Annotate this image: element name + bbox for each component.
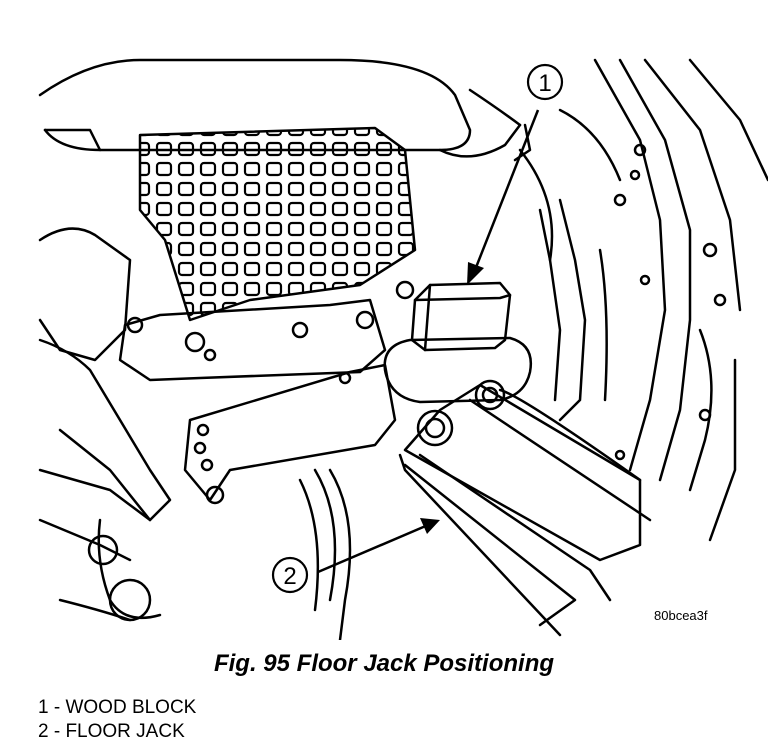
legend-item-1: 1 - WOOD BLOCK bbox=[38, 697, 197, 718]
engine-outline bbox=[38, 58, 472, 152]
line-drawing-illustration: 1 2 bbox=[38, 58, 768, 640]
callout-2-number: 2 bbox=[283, 563, 296, 590]
legend-item-2: 2 - FLOOR JACK bbox=[38, 721, 185, 742]
callout-1-number: 1 bbox=[538, 70, 551, 97]
mount-bracket bbox=[118, 298, 387, 382]
callout-1: 1 bbox=[467, 63, 564, 285]
jack-saddle bbox=[383, 336, 533, 404]
crossmember bbox=[183, 363, 397, 502]
figure-caption: Fig. 95 Floor Jack Positioning bbox=[213, 650, 555, 677]
left-housing bbox=[38, 227, 132, 362]
figure-code: 80bcea3f bbox=[654, 608, 708, 623]
wood-block bbox=[410, 281, 512, 352]
legend: 1 - WOOD BLOCK 2 - FLOOR JACK bbox=[38, 696, 196, 744]
frame-rail bbox=[593, 58, 667, 472]
callout-2: 2 bbox=[271, 518, 440, 594]
